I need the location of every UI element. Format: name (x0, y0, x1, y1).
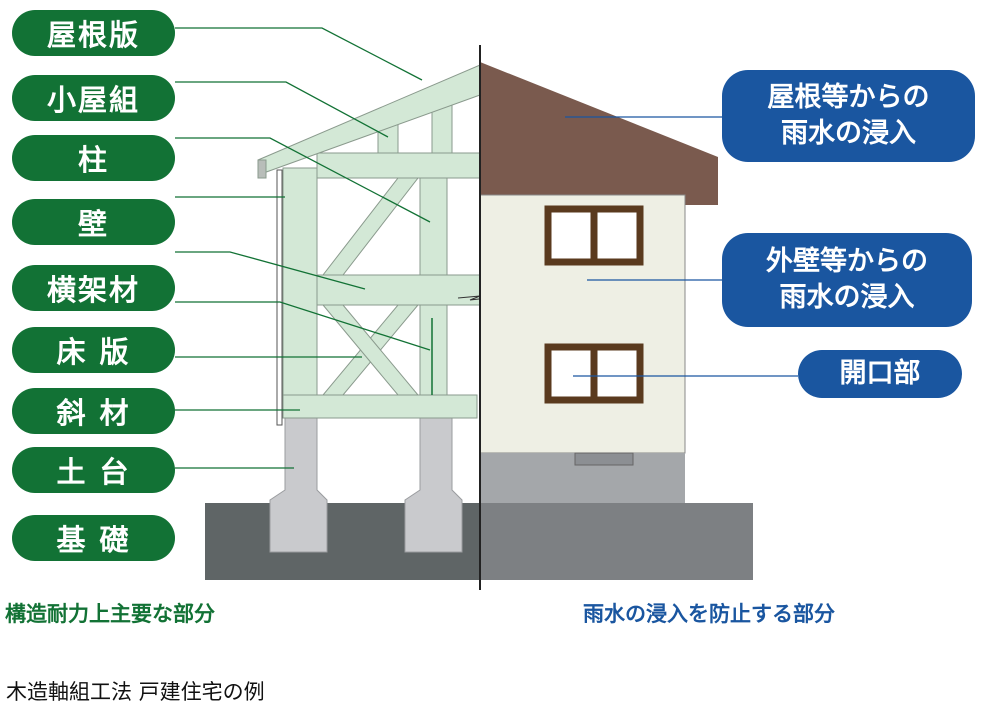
roof-rain-line2: 雨水の浸入 (781, 118, 916, 149)
vent (574, 452, 634, 466)
ground-right (480, 503, 753, 580)
label-floor-slab: 床 版 (12, 327, 175, 373)
label-beam: 横架材 (12, 265, 175, 311)
label-roof-rain: 屋根等からの 雨水の浸入 (722, 70, 975, 162)
label-foundation: 基 礎 (12, 515, 175, 561)
foundation-piers (269, 417, 463, 553)
label-wall-rain: 外壁等からの 雨水の浸入 (722, 233, 972, 327)
right-caption: 雨水の浸入を防止する部分 (583, 602, 835, 626)
wall-rain-line2: 雨水の浸入 (779, 282, 915, 313)
window-upper (544, 205, 644, 266)
window-lower (544, 343, 644, 404)
roof-rain-line1: 屋根等からの (767, 82, 930, 113)
label-roof-slab: 屋根版 (12, 10, 175, 56)
left-caption: 構造耐力上主要な部分 (5, 602, 215, 626)
wood-frame (257, 64, 481, 426)
wall-rain-line1: 外壁等からの (766, 246, 928, 277)
label-sill: 土 台 (12, 447, 175, 493)
footnote: 木造軸組工法 戸建住宅の例 (6, 680, 265, 704)
label-wall: 壁 (12, 199, 175, 245)
label-column: 柱 (12, 135, 175, 181)
structure-leaders (175, 27, 431, 469)
rain-leaders (565, 116, 798, 377)
label-brace: 斜 材 (12, 388, 175, 434)
roof (480, 62, 718, 205)
label-opening: 開口部 (798, 350, 962, 398)
label-roof-truss: 小屋組 (12, 75, 175, 121)
